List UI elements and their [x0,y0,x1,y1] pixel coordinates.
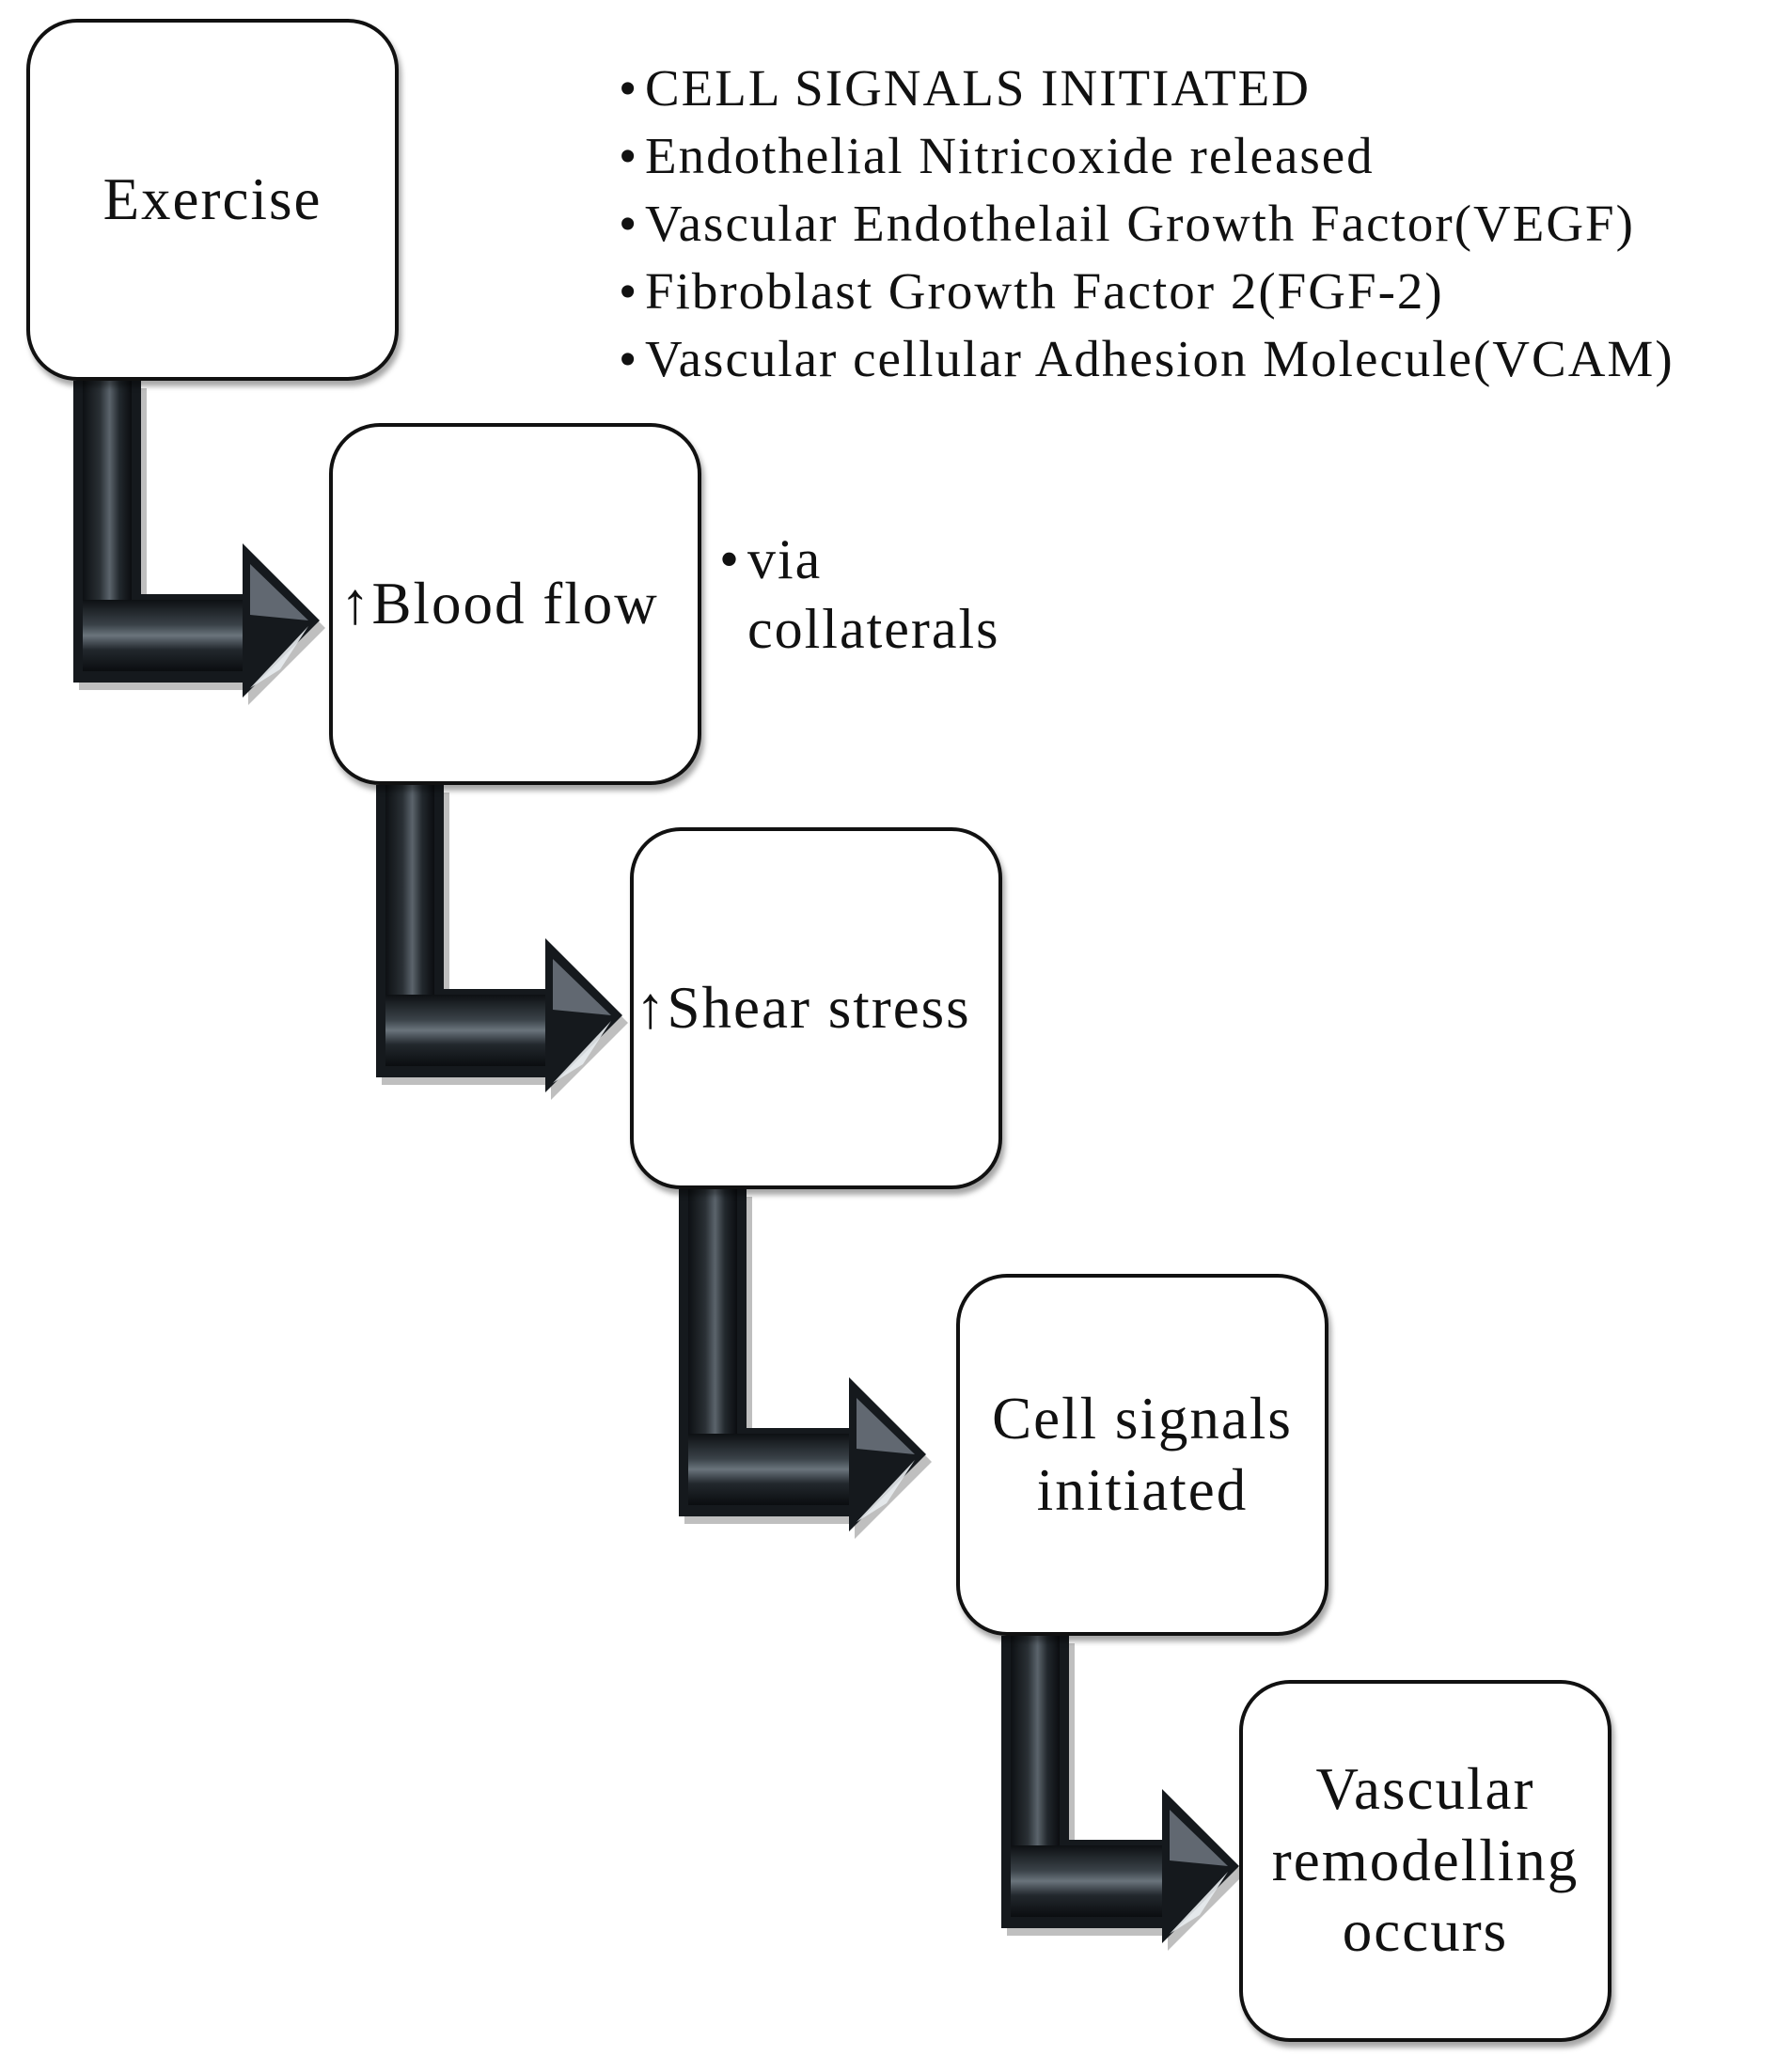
connector-arrow-1 [73,381,325,705]
connector-arrow-3 [679,1189,932,1539]
signals-list-text: Vascular cellular Adhesion Molecule(VCAM… [645,330,1674,387]
collateral-note: • via collaterals [719,525,1000,664]
bullet-icon: • [619,59,639,117]
signals-list-text: Fibroblast Growth Factor 2(FGF-2) [645,262,1444,320]
cell-signals-list: •CELL SIGNALS INITIATED •Endothelial Nit… [619,55,1674,393]
bullet-icon: • [619,127,639,184]
step-shear-stress-label: ↑Shear stress [636,974,971,1041]
signals-list-text: Vascular Endothelail Growth Factor(VEGF) [645,195,1635,252]
bullet-icon: • [719,528,742,590]
step-vascular-remodelling-box: Vascular remodelling occurs [1239,1680,1611,2042]
step-blood-flow-box: ↑Blood flow [329,423,701,785]
step-cell-signals-label: Cell signals initiated [992,1385,1293,1523]
signals-list-item: •Vascular cellular Adhesion Molecule(VCA… [619,325,1674,393]
signals-list-item: •Vascular Endothelail Growth Factor(VEGF… [619,190,1674,258]
step-exercise-label: Exercise [102,165,322,232]
connector-arrow-4 [1001,1636,1245,1951]
connector-arrow-2 [376,785,628,1100]
signals-list-item: •CELL SIGNALS INITIATED [619,55,1674,122]
step-shear-stress-box: ↑Shear stress [630,827,1002,1189]
bullet-icon: • [619,330,639,387]
signals-list-text: CELL SIGNALS INITIATED [645,59,1311,117]
step-exercise-box: Exercise [26,19,399,381]
collateral-note-text: via collaterals [747,528,1000,660]
step-blood-flow-label: ↑Blood flow [340,570,659,636]
step-vascular-remodelling-label: Vascular remodelling occurs [1271,1756,1580,1965]
signals-list-text: Endothelial Nitricoxide released [645,127,1375,184]
bullet-icon: • [619,262,639,320]
step-cell-signals-box: Cell signals initiated [956,1274,1328,1636]
signals-list-item: •Endothelial Nitricoxide released [619,122,1674,190]
bullet-icon: • [619,195,639,252]
signals-list-item: •Fibroblast Growth Factor 2(FGF-2) [619,258,1674,325]
